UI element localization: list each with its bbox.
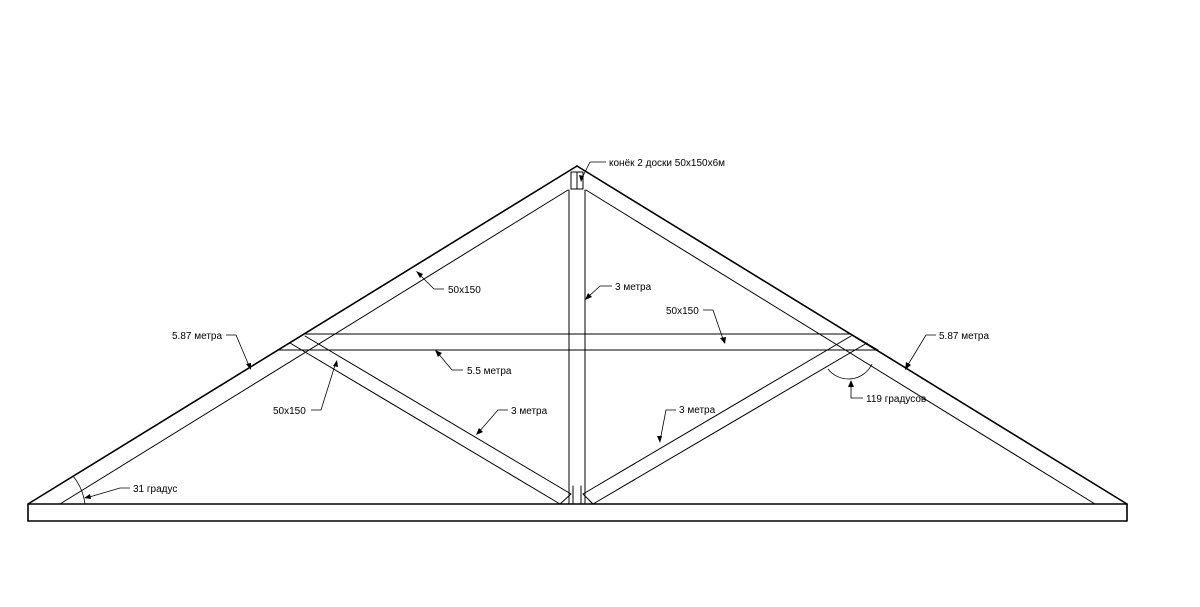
leader-rafter-right [905,334,936,370]
leader-brace-left-section [311,360,338,411]
ridge-board [570,171,584,190]
bottom-chord [27,503,1128,522]
leader-brace-left-length [476,409,508,435]
angle-arc-left [72,475,86,505]
label-strut-upper-left: 50х150 [448,285,481,296]
king-post [568,189,586,505]
leader-collar-length [435,350,463,371]
leader-ridge [579,161,606,182]
label-rafter-right: 5.87 метра [939,331,989,342]
leader-brace-right-length [657,409,676,443]
label-collar-section: 50х150 [666,306,699,317]
label-post: 3 метра [615,282,652,293]
label-brace-left-section: 50х150 [273,406,306,417]
label-ridge: конёк 2 доски 50х150х6м [609,158,725,169]
leader-rafter-left [226,334,251,370]
leader-post [585,285,612,300]
collar-beam [277,333,879,351]
leader-angle-right [848,380,863,399]
leader-collar-section [703,309,726,344]
leader-angle-left [84,487,130,499]
label-angle-left: 31 градус [133,484,177,495]
label-collar-length: 5.5 метра [467,366,512,377]
label-angle-right: 119 градусов [866,394,926,405]
right-brace [582,335,868,505]
label-brace-right-length: 3 метра [679,405,716,416]
angle-arc-right [827,363,873,380]
left-brace [289,335,572,505]
label-rafter-left: 5.87 метра [172,331,222,342]
leader-strut-upper-left [416,271,444,290]
label-brace-left-length: 3 метра [511,406,548,417]
